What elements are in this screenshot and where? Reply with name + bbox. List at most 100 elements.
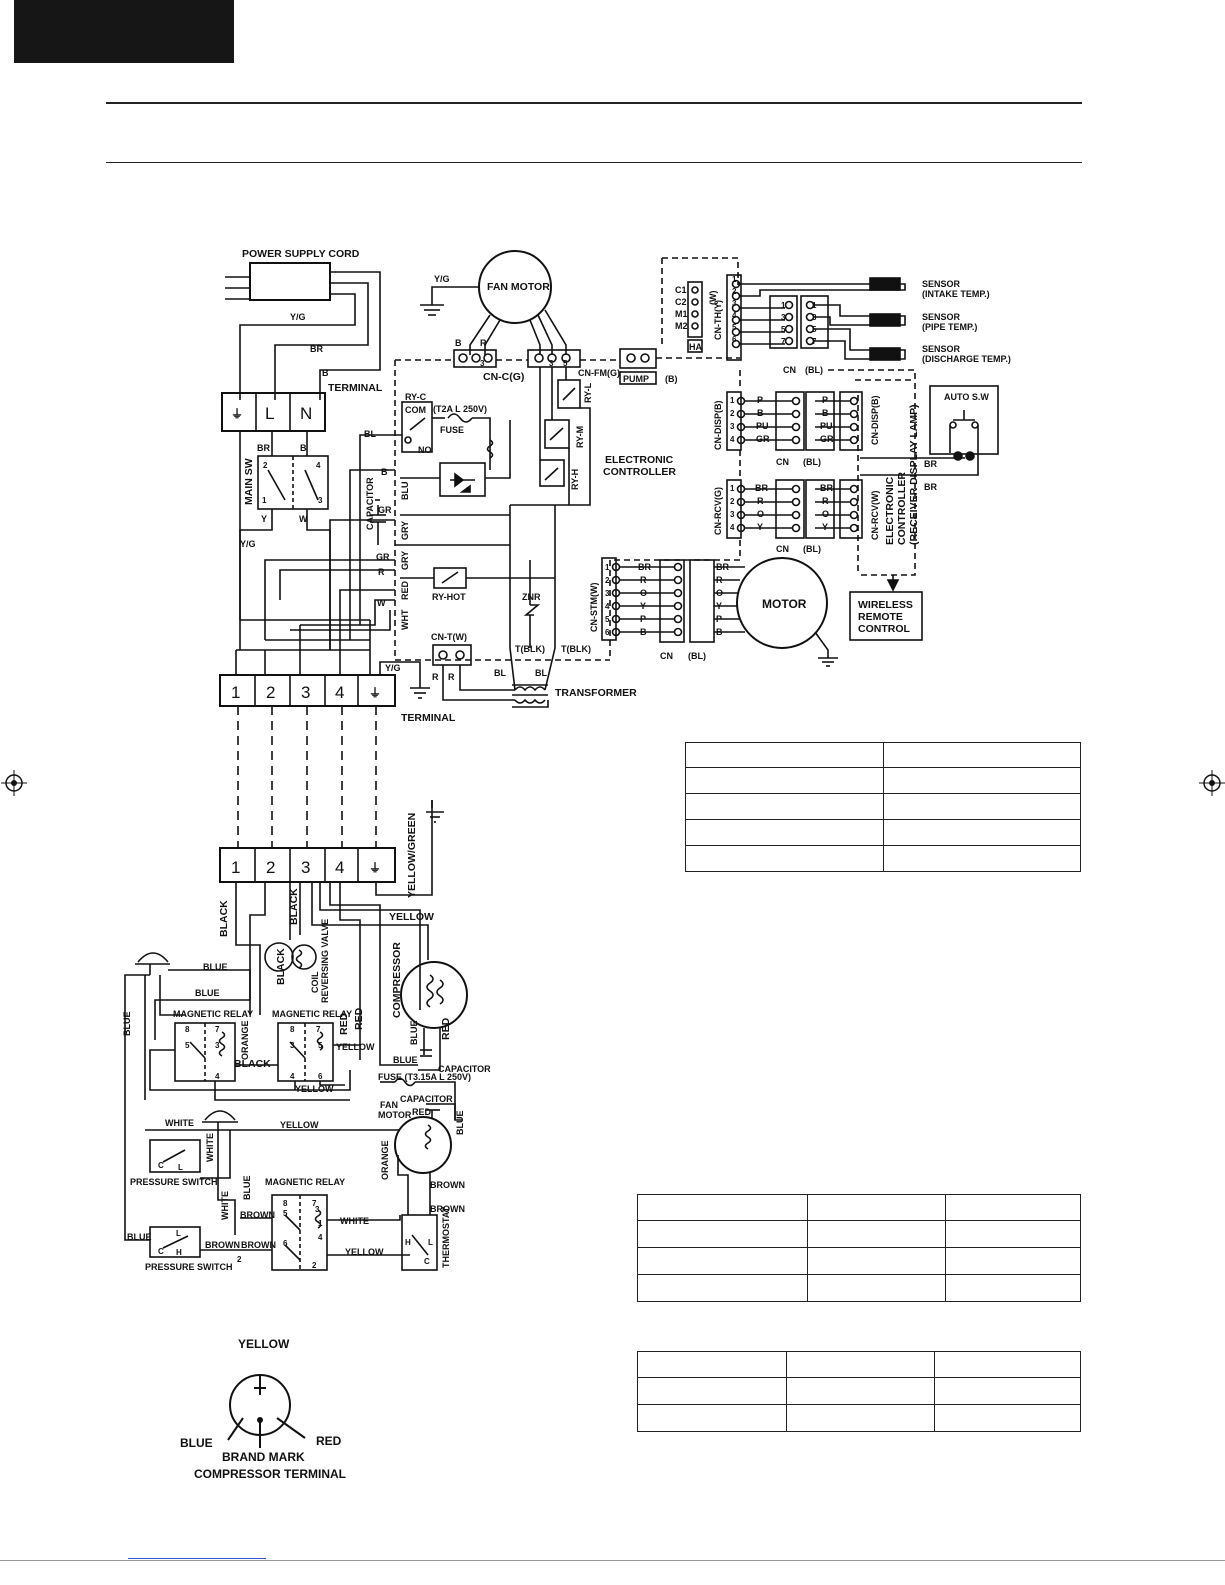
label-capacitor-fan: CAPACITOR bbox=[400, 1094, 453, 1104]
label-cn-c: CN-C(G) bbox=[483, 371, 524, 383]
svg-text:6: 6 bbox=[605, 628, 610, 637]
stm-o-2: O bbox=[716, 588, 723, 598]
label-disp-cn: CN bbox=[776, 457, 789, 467]
label-t-blk-1: T(BLK) bbox=[515, 644, 545, 654]
label-motor-outdoor: MOTOR bbox=[378, 1110, 412, 1120]
label-ry-c: RY-C bbox=[405, 392, 427, 402]
label-auto-sw: AUTO S.W bbox=[944, 392, 989, 402]
svg-text:4: 4 bbox=[290, 1072, 295, 1081]
svg-text:2: 2 bbox=[312, 1261, 317, 1270]
svg-text:2: 2 bbox=[730, 409, 735, 418]
label-cn-t: CN-T(W) bbox=[431, 632, 467, 642]
svg-text:5: 5 bbox=[185, 1041, 190, 1050]
label-cn-th-cn: CN bbox=[783, 365, 796, 375]
svg-text:3: 3 bbox=[730, 510, 735, 519]
svg-text:8: 8 bbox=[290, 1025, 295, 1034]
disp-p-2: P bbox=[822, 395, 828, 405]
svg-text:1: 1 bbox=[812, 301, 817, 310]
svg-text:3: 3 bbox=[290, 1041, 295, 1050]
label-ry-l: RY-L bbox=[583, 382, 593, 403]
stm-r-1: R bbox=[640, 575, 647, 585]
svg-text:6: 6 bbox=[732, 335, 737, 344]
svg-text:4: 4 bbox=[318, 1233, 323, 1242]
svg-text:1: 1 bbox=[781, 301, 786, 310]
label-brown-1: BROWN bbox=[430, 1180, 465, 1190]
label-pressure-switch-2: PRESSURE SWITCH bbox=[145, 1262, 233, 1272]
svg-text:3: 3 bbox=[781, 313, 786, 322]
label-b-sw: B bbox=[300, 443, 307, 453]
terminal-3: 3 bbox=[301, 683, 310, 702]
svg-text:7: 7 bbox=[215, 1025, 220, 1034]
svg-text:5: 5 bbox=[318, 1041, 323, 1050]
label-magnetic-relay-1: MAGNETIC RELAY bbox=[173, 1009, 253, 1019]
footer-rule bbox=[0, 1560, 1225, 1561]
label-ry-m: RY-M bbox=[575, 426, 585, 448]
svg-text:L: L bbox=[178, 1163, 183, 1172]
label-bl-tr-2: BL bbox=[535, 668, 547, 678]
label-ha-w: (W) bbox=[708, 291, 718, 306]
header-rule-bottom bbox=[106, 162, 1082, 163]
label-r-cnc: R bbox=[480, 338, 487, 348]
label-fuse-rating: (T2A L 250V) bbox=[433, 404, 487, 414]
label-wht: WHT bbox=[400, 609, 410, 630]
label-white-3: WHITE bbox=[220, 1191, 230, 1220]
label-cn-th-bl: (BL) bbox=[805, 365, 823, 375]
terminal-letter-n: N bbox=[300, 404, 312, 423]
label-black-2: BLACK bbox=[288, 888, 300, 925]
stm-b-1: B bbox=[640, 627, 647, 637]
svg-text:3: 3 bbox=[549, 359, 554, 368]
outdoor-terminal-ground: ⏚ bbox=[369, 861, 381, 875]
label-power-supply-cord: POWER SUPPLY CORD bbox=[242, 248, 360, 260]
label-y-sw: Y bbox=[261, 514, 267, 524]
label-pressure-switch-1: PRESSURE SWITCH bbox=[130, 1177, 218, 1187]
svg-text:2: 2 bbox=[263, 461, 268, 470]
terminal-ground: ⏚ bbox=[369, 686, 381, 700]
label-gry-2: GRY bbox=[400, 551, 410, 570]
svg-text:8: 8 bbox=[283, 1199, 288, 1208]
label-blue-cap: BLUE bbox=[393, 1055, 418, 1065]
label-motor: MOTOR bbox=[762, 597, 807, 611]
svg-text:L: L bbox=[428, 1238, 433, 1247]
label-b-cnc: B bbox=[455, 338, 462, 348]
svg-text:4: 4 bbox=[730, 523, 735, 532]
label-cn-stm: CN-STM(W) bbox=[589, 583, 599, 632]
svg-text:5: 5 bbox=[812, 325, 817, 334]
label-pump-b: (B) bbox=[665, 374, 678, 384]
label-fuse: FUSE bbox=[440, 425, 464, 435]
label-br-sw: BR bbox=[257, 443, 270, 453]
label-yellow-2: YELLOW bbox=[280, 1120, 319, 1130]
stm-b-2: B bbox=[716, 627, 723, 637]
label-br-auto-1: BR bbox=[924, 459, 937, 469]
label-controller: CONTROLLER bbox=[603, 466, 676, 478]
label-znr: ZNR bbox=[522, 592, 541, 602]
label-br-auto-2: BR bbox=[924, 482, 937, 492]
label-com: COM bbox=[405, 405, 426, 415]
label-gr-2: GR bbox=[376, 552, 390, 562]
label-brown-2: BROWN bbox=[430, 1204, 465, 1214]
label-c2: C2 bbox=[675, 297, 687, 307]
label-yellow-relay: YELLOW bbox=[336, 1042, 375, 1052]
label-yg-cord: Y/G bbox=[290, 312, 306, 322]
rcv-o-2: O bbox=[822, 509, 829, 519]
label-w-mid: W bbox=[377, 598, 386, 608]
rcv-y-1: Y bbox=[757, 522, 763, 532]
svg-text:7: 7 bbox=[312, 1199, 317, 1208]
label-cn-disp-b: CN-DISP(B) bbox=[870, 396, 880, 446]
label-rcv-cn: CN bbox=[776, 544, 789, 554]
label-terminal-blue: BLUE bbox=[180, 1436, 213, 1450]
label-orange-fan: ORANGE bbox=[380, 1140, 390, 1180]
rcv-r-1: R bbox=[757, 496, 764, 506]
stm-p-2: P bbox=[716, 614, 722, 624]
label-blue-3: BLUE bbox=[242, 1176, 252, 1201]
label-capacitor-comp: CAPACITOR bbox=[438, 1064, 491, 1074]
label-pump: PUMP bbox=[623, 374, 649, 384]
svg-text:3: 3 bbox=[605, 589, 610, 598]
label-white-2: WHITE bbox=[205, 1133, 215, 1162]
label-coil: COIL bbox=[310, 971, 320, 993]
label-red-1: RED bbox=[338, 1012, 350, 1035]
label-yellow-mid: YELLOW bbox=[295, 1084, 334, 1094]
outdoor-terminal-2: 2 bbox=[266, 858, 275, 877]
terminal-letter-ground: ⏚ bbox=[231, 407, 243, 421]
label-terminal-bottom: TERMINAL bbox=[401, 712, 456, 724]
